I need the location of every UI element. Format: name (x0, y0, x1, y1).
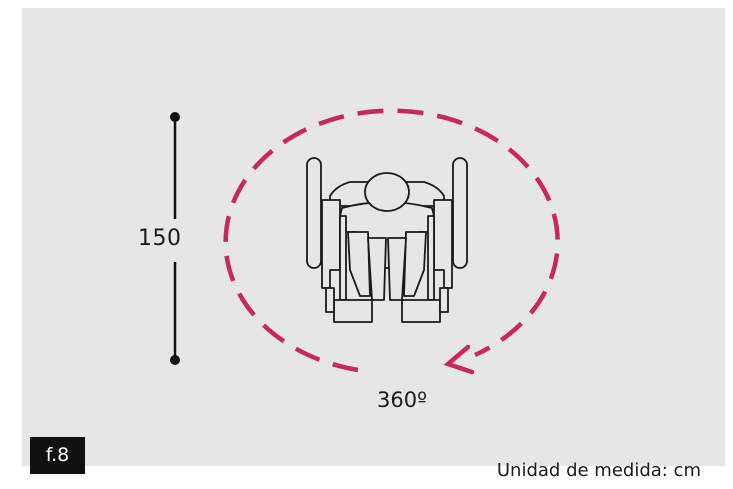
dimension-label: 150 (138, 226, 182, 251)
rotation-arrow-head (443, 344, 475, 375)
head-shape (364, 172, 410, 212)
dimension-endpoint-bottom (170, 355, 180, 365)
figure-number-badge: f.8 (30, 437, 85, 474)
rotation-label: 360º (377, 388, 427, 412)
dimension-endpoint-top (170, 112, 180, 122)
unit-note: Unidad de medida: cm (496, 460, 701, 481)
wheelchair-user-icon (306, 157, 468, 323)
dimension-line (170, 112, 180, 365)
turning-circle (223, 108, 560, 375)
